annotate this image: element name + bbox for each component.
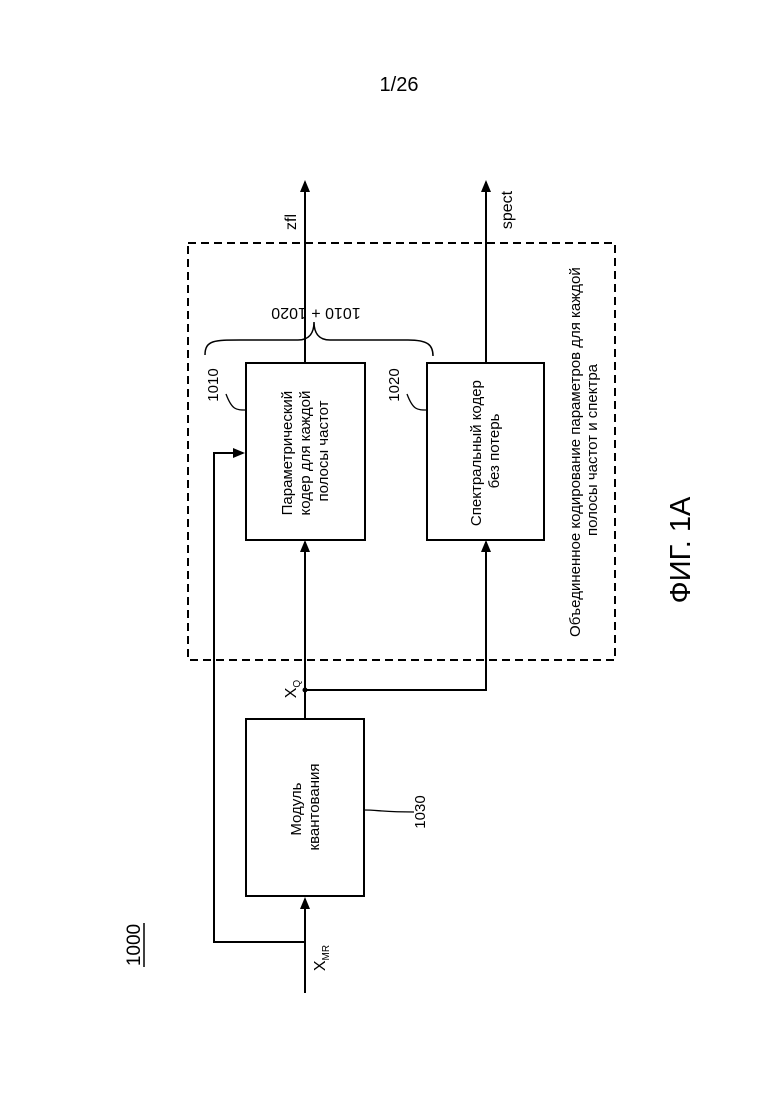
joint-coding-label: Объединенное кодирование параметров для … [567,263,601,637]
figure-caption: ФИГ. 1А [665,496,697,603]
lossless-coder-id: 1020 [386,368,403,401]
input-signal-subscript: MR [321,945,332,961]
quantized-branch-line [305,542,486,690]
quantized-signal-label: XQ [283,680,303,699]
lossless-coder-leader [407,394,427,410]
zfl-output-label: zfl [283,214,300,230]
input-signal-label: XMR [312,945,332,971]
parametric-coder-label: Параметрический кодер для каждой полосы … [279,386,332,515]
quantizer-label-line-2: квантования [306,764,323,851]
quantizer-block [246,719,364,896]
junction-dot [303,688,308,693]
quantizer-id: 1030 [412,795,429,828]
parametric-coder-id: 1010 [205,368,222,401]
figure-reference: 1000 [124,923,145,967]
quantized-signal-subscript: Q [292,680,303,688]
lossless-coder-label-line-2: без потерь [486,413,503,488]
quantizer-leader [364,810,414,812]
brace-label: 1010 + 1020 [271,304,361,321]
coders-brace [205,322,433,356]
parametric-coder-label-line-3: полосы частот [315,400,332,501]
svg-text:XQ: XQ [283,680,303,699]
quantized-signal-main: X [283,687,300,698]
quantizer-label-line-1: Модуль [288,782,305,835]
lossless-coder-label-line-1: Спектральный кодер [468,380,485,526]
spect-output-label: spect [499,190,516,229]
page-number: 1/26 [380,74,419,96]
parametric-coder-label-line-1: Параметрический [279,391,296,516]
joint-coding-label-line-1: Объединенное кодирование параметров для … [567,267,584,637]
figure-reference-number: 1000 [124,924,145,966]
joint-coding-label-line-2: полосы частот и спектра [584,363,601,536]
svg-text:XMR: XMR [312,945,332,971]
parametric-coder-label-line-2: кодер для каждой [297,391,314,516]
input-signal-main: X [312,960,329,971]
parametric-coder-leader [226,394,246,410]
